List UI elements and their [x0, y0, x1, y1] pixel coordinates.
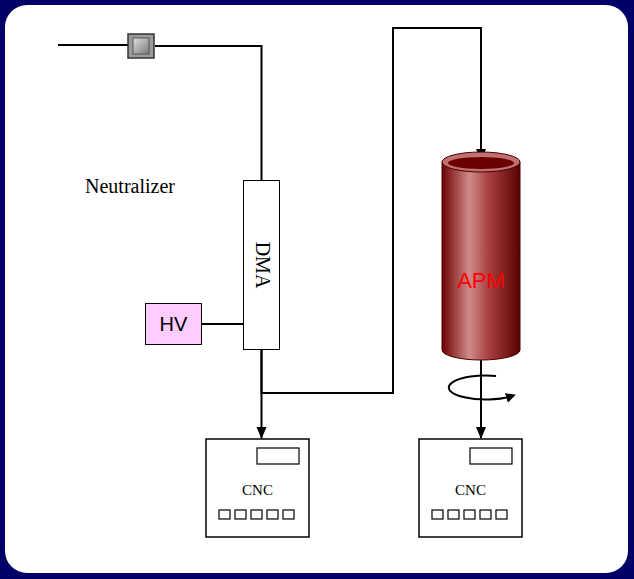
node-label: Neutralizer [85, 175, 175, 198]
apm-cylinder: APM [440, 150, 522, 362]
node-label: CNC [242, 482, 273, 499]
node-label: CNC [455, 482, 486, 499]
neutralizer-box: Neutralizer [127, 33, 155, 59]
node-label: DMA [250, 242, 273, 289]
cnc-counter: CNC [205, 438, 310, 538]
hv-supply-box: HV [145, 303, 202, 345]
flow-line [480, 352, 482, 438]
flow-line [202, 323, 243, 325]
apm-outline [440, 150, 522, 362]
inlet-line [58, 44, 128, 46]
cnc-counter: CNC [418, 438, 523, 538]
node-label: HV [160, 313, 188, 336]
neut-outline [127, 33, 155, 59]
node-label: APM [457, 268, 505, 294]
flow-line [155, 46, 262, 180]
dma-column: DMA [243, 180, 280, 350]
white-panel [5, 5, 628, 573]
